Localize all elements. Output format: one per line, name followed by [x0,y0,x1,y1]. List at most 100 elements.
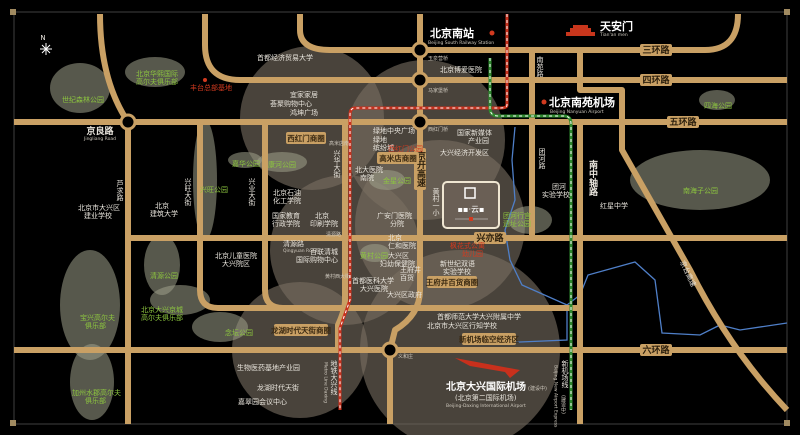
label-jingkai-expressway: 京开高速 [415,150,426,188]
svg-text:Beijing New Airport Express: Beijing New Airport Express [553,365,559,428]
place-label: 绿地中央广场 [373,126,415,135]
label-daxing-airport: 北京大兴国际机场 [446,380,526,393]
place-label: 北大医院 [355,165,383,174]
place-label-highlight: 幼儿园 [462,249,483,258]
place-label: 红星中学 [600,201,628,210]
label-luqiu-road: 芦求路 [116,179,124,202]
road-jingkai [387,14,423,424]
district-longhu: 龙湖时代天街商圈 [271,325,331,335]
frame-corner [784,9,790,15]
interchange [411,71,429,89]
place-label: 建业学校 [84,211,112,220]
park-area [192,312,248,342]
park-label: 康河公园 [268,160,296,169]
road-south-loop [197,122,578,311]
place-label: 王府井 [400,265,421,274]
label-xingwang-street: 兴旺大街 [184,177,192,207]
place-label: 首都医科大学 [352,276,394,285]
airport-marker [541,99,547,105]
park-area [50,63,110,113]
label-metro-airport: 新机场线 [561,359,569,388]
district-airport-zone: 新机场临空经济区 [459,334,519,344]
svg-text:Metro Line Daxing: Metro Line Daxing [323,362,329,403]
place-label: 百联清城 [310,247,338,256]
label-tuanhe-road: 团河路 [538,148,546,170]
place-label: 北京 [315,211,329,220]
district-gaomidian: 高米店商圈 [379,153,417,163]
road-ring4 [202,14,787,83]
park-label: 高尔夫俱乐部 [141,313,183,322]
svg-text:Beijing-Daxing International A: Beijing-Daxing International Airport [446,403,526,409]
park-area [125,57,185,87]
park-area [60,250,120,360]
place-label: 团河 [552,183,566,191]
park-label: 兴旺公园 [200,185,228,194]
place-label: 产业园 [468,136,489,145]
metro-airport-line [488,58,573,410]
park-area [228,152,262,168]
svg-text:▪▪·云▪: ▪▪·云▪ [458,205,485,214]
place-label: 缤纷城 [373,143,394,152]
place-label: 生物医药基地产业园 [237,363,300,372]
park-area [630,150,770,210]
project-logo: ▪▪·云▪ [442,181,500,229]
svg-text:Qingyuan Road: Qingyuan Road [283,248,317,254]
place-label: 仁和医院 [388,241,416,250]
park-label: 四海公园 [704,101,732,110]
district-wangfujing: 王府井百货商圈 [426,277,479,287]
label-xingyi-road: 兴亦路 [476,232,504,244]
place-label: 北京博爱医院 [440,65,482,74]
place-label: 实验学校 [443,267,471,276]
interchange [411,41,429,59]
svg-text:N: N [40,34,45,42]
svg-text:Beijing Nanyuan Airport: Beijing Nanyuan Airport [550,109,604,115]
place-label: 荟聚购物中心 [270,99,312,108]
park-label: 黄村公园 [360,251,388,260]
place-label-highlight: 西红门公园 [388,144,423,153]
park-label: 团河行宫 [503,211,531,220]
place-label: 鸿坤广场 [290,108,318,117]
frame-corner [10,9,16,15]
compass-north-icon: N [40,34,52,55]
river [504,126,788,336]
place-label: 清源路 [326,231,341,238]
frame-corner [784,420,790,426]
park-area [699,90,735,110]
place-label-highlight: 枫花式公寓 [450,241,485,250]
station-marker [489,30,495,36]
place-label: 北京市大兴区 [78,203,120,212]
park-area [193,120,217,240]
place-label: 印刷学院 [310,219,338,228]
place-label: 西红门桥 [428,126,448,133]
place-label: 分院 [390,219,404,228]
park-area [257,152,307,172]
place-label: 妇幼保健院 [380,259,415,268]
park-area [369,170,405,190]
place-label: 国家教育 [272,211,300,220]
label-xinghua-street: 兴华大街 [333,149,341,179]
label-metro-daxing: 地铁大兴线 [330,359,338,395]
place-label: 马家堡桥 [428,87,448,94]
interchange [381,341,399,359]
label-ring3: 三环路 [642,44,670,56]
place-label: 南院 [360,173,374,182]
place-label: 国际购物中心 [296,255,338,264]
place-label: 化工学院 [273,196,301,205]
park-label: 遗址公园 [503,219,531,228]
park-label: 北京华熙国际 [136,69,178,78]
park-label: 念坛公园 [225,328,253,337]
park-label: 俱乐部 [85,321,106,330]
svg-text:(建设中): (建设中) [528,385,547,392]
svg-text:Tian'an men: Tian'an men [599,32,628,38]
park-label: 北京大兴京城 [141,305,183,314]
place-label: 北京 [388,233,402,242]
svg-text:(建设中): (建设中) [560,395,566,414]
place-label: 义和庄 [398,353,413,360]
park-label: 加州水郡高尔夫 [72,388,121,397]
place-label: 大兴院区 [222,259,250,268]
place-label: 建筑大学 [150,209,178,218]
place-label: 新世纪双语 [440,259,475,268]
label-ring5: 五环路 [669,116,697,128]
park-area [150,285,210,315]
park-label: 世纪森林公园 [62,95,104,104]
